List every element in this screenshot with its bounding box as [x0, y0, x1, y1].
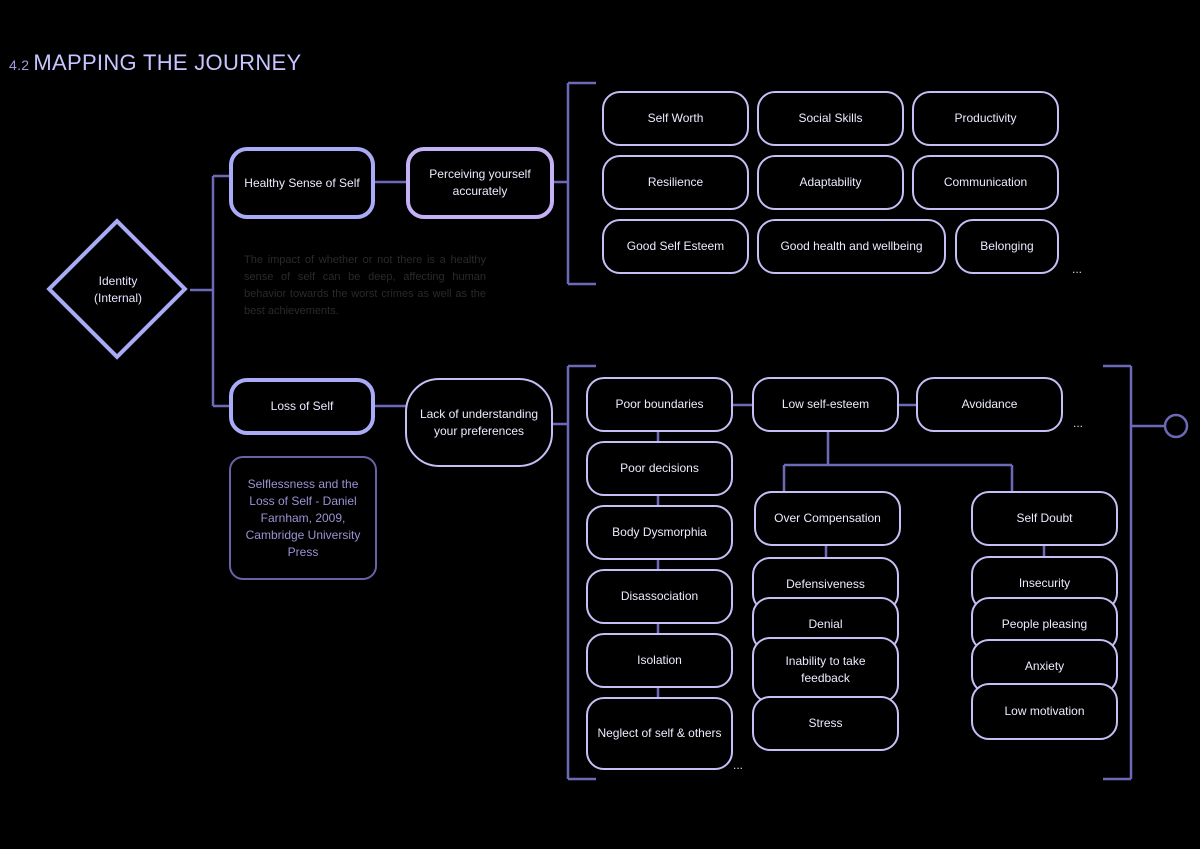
avoidance-node: Avoidance: [916, 377, 1063, 432]
body-dysmorphia-node: Body Dysmorphia: [586, 505, 733, 560]
healthy-sense-of-self-node: Healthy Sense of Self: [229, 147, 375, 219]
low-motivation-node: Low motivation: [971, 683, 1118, 740]
perceiving-yourself-node: Perceiving yourself accurately: [406, 147, 554, 219]
section-title: MAPPING THE JOURNEY: [33, 50, 302, 75]
disassociation-node: Disassociation: [586, 569, 733, 624]
low-self-esteem-node: Low self-esteem: [752, 377, 899, 432]
trait-social-skills: Social Skills: [757, 91, 904, 146]
trait-good-self-esteem: Good Self Esteem: [602, 219, 749, 274]
isolation-node: Isolation: [586, 633, 733, 688]
poor-decisions-node: Poor decisions: [586, 441, 733, 496]
trait-belonging: Belonging: [955, 219, 1059, 274]
trait-resilience: Resilience: [602, 155, 749, 210]
neglect-node: Neglect of self & others: [586, 697, 733, 770]
trait-communication: Communication: [912, 155, 1059, 210]
section-number: 4.2: [9, 57, 30, 73]
identity-label: Identity (Internal): [93, 274, 143, 305]
trait-self-worth: Self Worth: [602, 91, 749, 146]
row-more-ellipsis: ...: [1073, 416, 1084, 430]
trait-adaptability: Adaptability: [757, 155, 904, 210]
healthy-more-ellipsis: ...: [1072, 262, 1083, 276]
inability-feedback-node: Inability to take feedback: [752, 637, 899, 703]
loss-of-self-node: Loss of Self: [229, 378, 375, 435]
book-reference: Selflessness and the Loss of Self - Dani…: [229, 456, 377, 580]
trait-good-health: Good health and wellbeing: [757, 219, 946, 274]
stress-node: Stress: [752, 696, 899, 751]
over-compensation-node: Over Compensation: [754, 491, 901, 546]
lack-of-understanding-node: Lack of understanding your preferences: [405, 378, 553, 467]
poor-boundaries-node: Poor boundaries: [586, 377, 733, 432]
description-text: The impact of whether or not there is a …: [244, 254, 486, 317]
trait-productivity: Productivity: [912, 91, 1059, 146]
identity-node: Identity (Internal): [44, 216, 192, 364]
column-more-ellipsis: ...: [733, 758, 744, 772]
self-doubt-node: Self Doubt: [971, 491, 1118, 546]
